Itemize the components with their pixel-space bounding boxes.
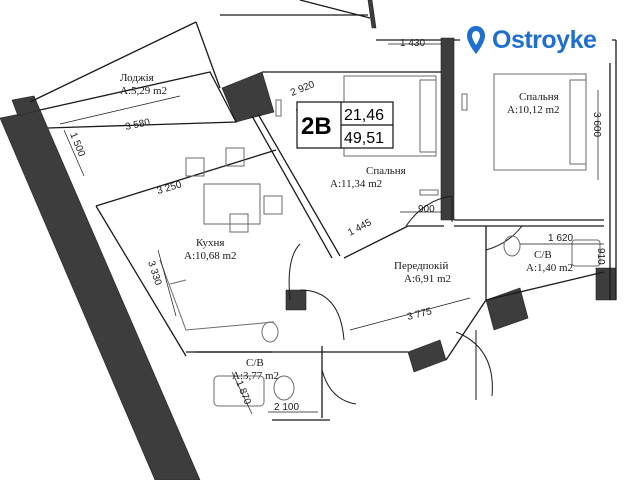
brand-logo: Ostroyke	[460, 17, 612, 63]
dimension-label: 3 775	[406, 306, 433, 323]
room-loggia: Лоджія A:5,29 m2	[120, 72, 167, 97]
apartment-type: 2B	[301, 113, 332, 140]
dimension-lines	[59, 43, 604, 415]
dimension-label: 1 620	[548, 233, 573, 244]
total-area: 49,51	[344, 130, 384, 147]
doors	[288, 195, 523, 405]
dimension-label: 1 445	[346, 217, 374, 239]
room-area: A:1,40 m2	[526, 262, 573, 274]
room-name: Спальня	[519, 91, 559, 103]
brand-name: Ostroyke	[492, 25, 597, 54]
room-area: A:11,34 m2	[330, 178, 382, 190]
room-area: A:5,29 m2	[120, 85, 167, 97]
room-name: Лоджія	[120, 72, 154, 84]
room-hallway: Передпокій A:6,91 m2	[394, 260, 451, 285]
dimension-label: 3 600	[591, 112, 602, 137]
apartment-badge: 2B 21,46 49,51	[296, 101, 394, 149]
pin-icon	[467, 26, 485, 54]
room-bedroom-2: Спальня A:10,12 m2	[507, 91, 560, 116]
room-name: Кухня	[196, 237, 224, 249]
dimension-label: 2 100	[274, 402, 299, 413]
room-area: A:3,77 m2	[232, 370, 279, 382]
dimension-label: 900	[418, 204, 435, 215]
dimension-label: 3 330	[145, 260, 163, 288]
dimension-label: 3 250	[156, 179, 184, 197]
walls	[0, 0, 617, 480]
furniture	[159, 73, 601, 407]
living-area: 21,46	[344, 107, 384, 124]
room-area: A:6,91 m2	[404, 273, 451, 285]
room-area: A:10,68 m2	[184, 250, 237, 262]
dimension-label: 910	[595, 248, 606, 265]
room-name: Спальня	[366, 165, 406, 177]
room-bathroom-2: С/В A:1,40 m2	[526, 249, 573, 274]
room-area: A:10,12 m2	[507, 104, 560, 116]
dimension-label: 2 920	[289, 79, 317, 99]
dimension-label: 3 580	[124, 117, 151, 133]
room-bedroom-1: Спальня A:11,34 m2	[330, 165, 406, 190]
room-name: Передпокій	[394, 260, 448, 272]
room-bathroom-1: С/В A:3,77 m2	[232, 357, 279, 382]
room-name: С/В	[246, 357, 264, 369]
room-name: С/В	[534, 249, 552, 261]
dimension-label: 1 870	[233, 379, 253, 407]
dimension-label: 1 430	[400, 38, 425, 49]
room-kitchen: Кухня A:10,68 m2	[184, 237, 237, 262]
